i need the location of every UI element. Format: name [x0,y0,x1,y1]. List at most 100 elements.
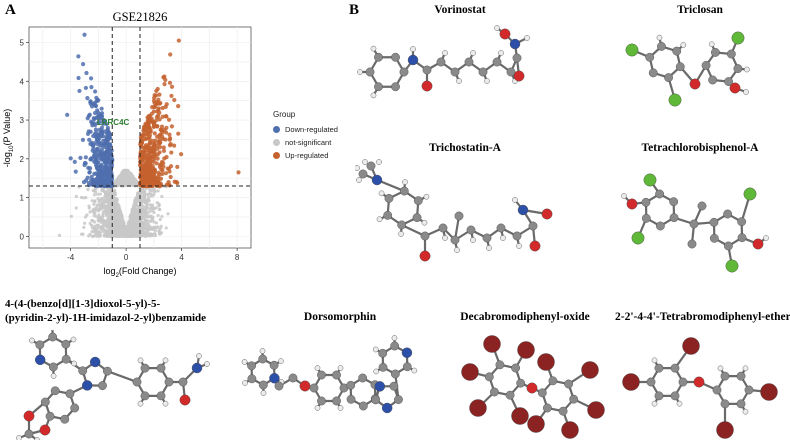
atom-h [378,190,385,197]
atom-br [461,363,479,381]
atom-c [422,65,432,75]
atom-cl [643,173,657,187]
molecule-benzamide [16,330,210,440]
atom-h [411,367,418,374]
atom-c [378,348,388,358]
atom-cl [725,259,739,273]
atom-c [332,396,341,406]
not-significant-point [146,192,151,196]
molecule-trichostatin [355,159,553,262]
up-regulated-point [163,114,168,119]
up-regulated-point [167,132,172,137]
atom-h [29,337,35,344]
not-significant-point [120,171,125,175]
atom-h [370,92,377,99]
not-significant-point [98,192,102,196]
atom-br [517,341,535,359]
not-significant-point [101,197,106,201]
atom-o [526,382,538,394]
down-regulated-point [102,144,108,150]
atom-c [60,414,70,424]
down-regulated-point [107,144,112,149]
not-significant-point [153,234,158,238]
up-regulated-point [160,130,165,135]
up-regulated-point [147,160,152,165]
atom-c [724,77,733,86]
up-regulated-point [161,160,166,166]
up-regulated-point [139,133,144,138]
atom-h [162,400,169,407]
not-significant-point [144,209,149,214]
up-regulated-point [169,124,175,129]
not-significant-point [136,192,140,196]
not-significant-point [146,232,150,237]
x-axis-label: log2(Fold Change) [104,266,177,279]
not-significant-point [130,231,134,235]
x-tick-label: 8 [235,253,240,262]
atom-c [654,363,664,373]
up-regulated-point [169,150,174,155]
molecule-tetrabromo [622,337,778,439]
not-significant-point [90,229,94,234]
atom-c [358,373,368,383]
up-regulated-point [166,179,171,185]
up-regulated-point [142,174,147,179]
up-regulated-point [155,156,160,161]
atom-br [469,399,487,417]
up-regulated-point [163,171,169,176]
up-regulated-point [169,93,174,99]
not-significant-point [158,217,162,222]
up-regulated-point [158,140,163,145]
panel-label-a: A [5,2,16,18]
down-regulated-point [108,152,113,157]
atom-c [156,391,166,401]
not-significant-point [149,215,154,220]
atom-h [355,165,360,171]
up-regulated-point [167,169,172,174]
atom-c [103,366,112,376]
not-significant-point [101,229,105,233]
not-significant-point [101,219,105,223]
up-regulated-point [143,160,149,165]
not-significant-point [93,212,97,216]
not-significant-point [134,227,138,231]
atom-cl [743,187,757,201]
up-regulated-point [163,130,169,135]
up-regulated-point [151,169,156,174]
down-regulated-point [97,127,102,133]
atom-c [412,213,422,222]
down-regulated-point [92,150,97,155]
atom-h [470,50,476,56]
atom-c [726,49,736,59]
up-regulated-point [167,143,173,148]
atom-h [391,335,398,341]
atom-c [132,377,142,387]
down-regulated-point [68,156,73,161]
not-significant-point [133,178,137,182]
data-points [57,32,241,238]
atom-h [370,45,377,52]
atom-c [697,201,707,211]
not-significant-point [112,228,116,233]
not-significant-point [99,198,103,202]
up-regulated-point [176,38,181,43]
atom-c [537,388,547,398]
atom-c [366,161,376,171]
up-regulated-point [150,174,155,179]
up-regulated-point [161,145,166,150]
not-significant-point [136,231,141,235]
up-regulated-point [161,164,166,169]
atom-br [537,353,555,371]
not-significant-point [159,224,163,228]
atom-h [656,34,663,41]
atom-o [626,198,638,210]
atom-h [676,400,683,407]
not-significant-point [74,194,78,199]
down-regulated-point [88,76,94,81]
not-significant-point [154,221,159,225]
down-regulated-point [76,75,81,81]
up-regulated-point [145,183,150,188]
up-regulated-point [172,97,177,103]
up-regulated-point [154,118,159,123]
